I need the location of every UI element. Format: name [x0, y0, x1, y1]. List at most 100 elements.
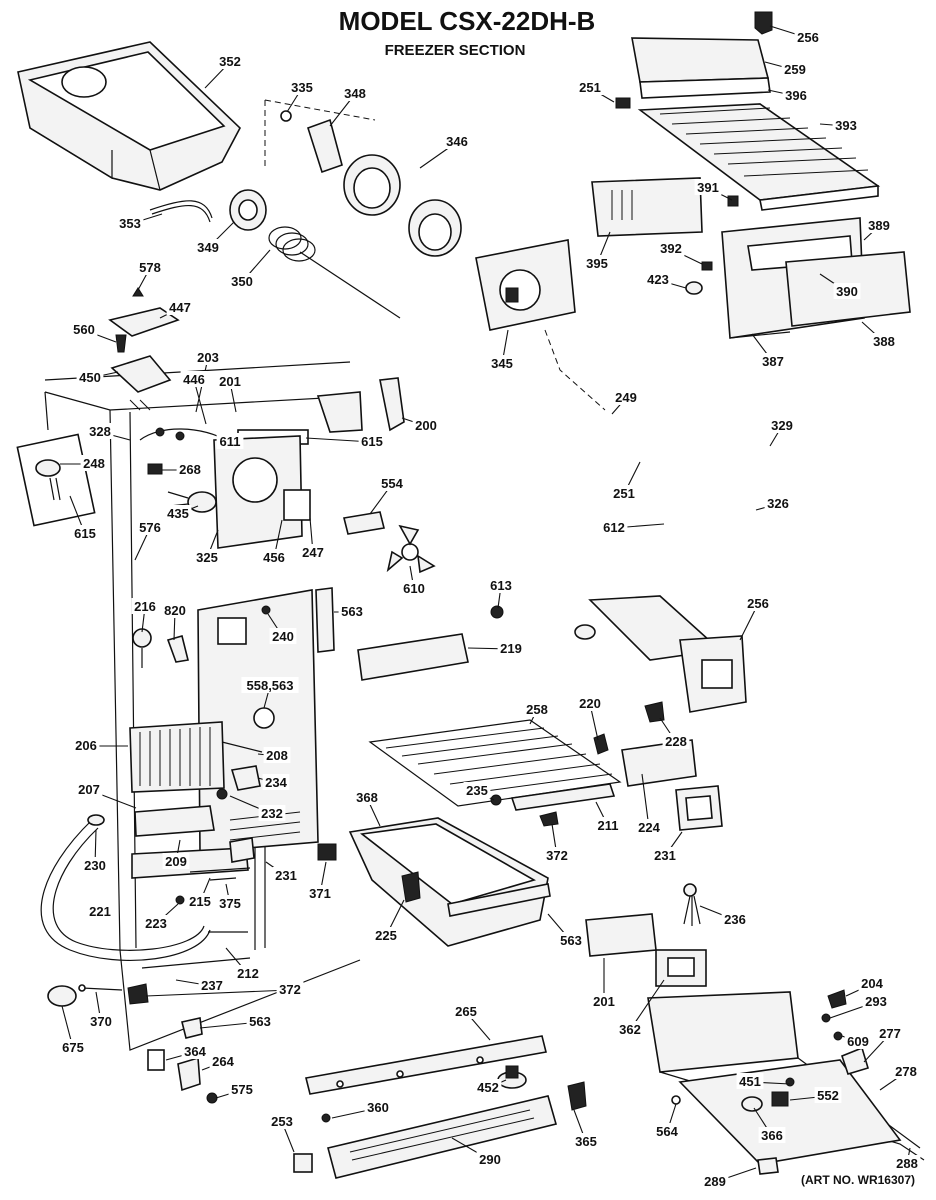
- callout-348: 348: [344, 86, 366, 101]
- hinge-451: [177, 1056, 201, 1092]
- crusher-blade-set: [343, 154, 462, 257]
- callout-bg: [276, 981, 304, 997]
- callout-235: 235: [466, 783, 488, 798]
- fan-blade-613: [386, 524, 436, 574]
- callout-393: 393: [835, 118, 857, 133]
- callout-bg: [80, 455, 108, 471]
- clip-290: [293, 1153, 313, 1173]
- callout-bg: [86, 903, 114, 919]
- screw-575: [785, 1077, 795, 1087]
- callout-bg: [162, 853, 190, 869]
- callout-326: 326: [767, 496, 789, 511]
- auger-wire: [149, 200, 213, 223]
- callout-bg: [781, 61, 809, 77]
- callout-206: 206: [75, 738, 97, 753]
- callout-231: 231: [654, 848, 676, 863]
- callout-249: 249: [615, 390, 637, 405]
- callout-bg: [893, 1155, 921, 1171]
- callout-bg: [198, 977, 226, 993]
- callout-bg: [262, 774, 290, 790]
- screw-560: [115, 334, 127, 353]
- callout-290: 290: [479, 1152, 501, 1167]
- callout-bg: [176, 461, 204, 477]
- callout-388: 388: [873, 334, 895, 349]
- callout-230: 230: [84, 858, 106, 873]
- toe-grille-288: [327, 1095, 557, 1179]
- clip-251-mid: [147, 463, 163, 475]
- callout-bg: [228, 273, 256, 289]
- clip-231-right: [539, 811, 559, 827]
- callout-bg: [474, 1079, 502, 1095]
- callout-450: 450: [79, 370, 101, 385]
- callout-bg: [59, 1039, 87, 1055]
- bracket-249-small: [316, 391, 363, 433]
- callout-bg: [814, 1087, 842, 1103]
- callout-221: 221: [89, 904, 111, 919]
- callout-bg: [487, 577, 515, 593]
- callout-bg: [876, 1025, 904, 1041]
- callout-325: 325: [196, 550, 218, 565]
- bracket-249: [379, 377, 405, 432]
- callout-612: 612: [603, 520, 625, 535]
- bracket-362: [827, 989, 847, 1009]
- callout-bg: [272, 867, 300, 883]
- callout-bg: [341, 85, 369, 101]
- callout-bg: [701, 1173, 729, 1189]
- callout-372: 372: [279, 982, 301, 997]
- callout-208: 208: [266, 748, 288, 763]
- callout-bg: [768, 417, 796, 433]
- callout-bg: [865, 217, 893, 233]
- leveling-leg-278: [497, 1065, 527, 1089]
- callout-610: 610: [403, 581, 425, 596]
- light-socket-268: [16, 433, 96, 527]
- callout-bg: [759, 353, 787, 369]
- callout-248: 248: [83, 456, 105, 471]
- cover-372-lower: [585, 913, 657, 957]
- ice-bin-211: [348, 817, 551, 947]
- callout-bg: [758, 1127, 786, 1143]
- callout-256: 256: [747, 596, 769, 611]
- callout-613: 613: [490, 578, 512, 593]
- callout-bg: [75, 781, 103, 797]
- front-cover-plate: [475, 239, 576, 331]
- strip-221: [189, 867, 251, 873]
- callout-234: 234: [265, 775, 287, 790]
- callout-365: 365: [575, 1134, 597, 1149]
- clip-216: [315, 587, 335, 653]
- callout-201: 201: [593, 994, 615, 1009]
- callout-bg: [72, 737, 100, 753]
- callout-236: 236: [724, 912, 746, 927]
- callout-387: 387: [762, 354, 784, 369]
- callout-bg: [86, 423, 114, 439]
- callout-bg: [71, 525, 99, 541]
- nut-253: [671, 1095, 681, 1105]
- callout-bg: [463, 782, 491, 798]
- callout-bg: [590, 993, 618, 1009]
- bottom-rail-277: [305, 1035, 547, 1095]
- callout-258: 258: [526, 702, 548, 717]
- callout-375: 375: [219, 896, 241, 911]
- callout-352: 352: [219, 54, 241, 69]
- callout-bg: [194, 239, 222, 255]
- callout-bg: [832, 117, 860, 133]
- callout-368: 368: [356, 790, 378, 805]
- callout-446: 446: [183, 372, 205, 387]
- callout-396: 396: [785, 88, 807, 103]
- callout-bg: [372, 927, 400, 943]
- callout-bg: [657, 240, 685, 256]
- callout-225: 225: [375, 928, 397, 943]
- callout-349: 349: [197, 240, 219, 255]
- callout-560: 560: [73, 322, 95, 337]
- callout-389: 389: [868, 218, 890, 233]
- callout-bg: [452, 1003, 480, 1019]
- callout-bg: [246, 1013, 274, 1029]
- leader-line-372: [145, 989, 291, 997]
- callout-bg: [241, 677, 299, 693]
- auger-blade: [307, 118, 343, 174]
- callout-423: 423: [647, 272, 669, 287]
- callout-bg: [186, 893, 214, 909]
- rail-209: [510, 783, 616, 811]
- callout-251: 251: [613, 486, 635, 501]
- callout-bg: [216, 373, 244, 389]
- evaporator-coil: [129, 721, 225, 793]
